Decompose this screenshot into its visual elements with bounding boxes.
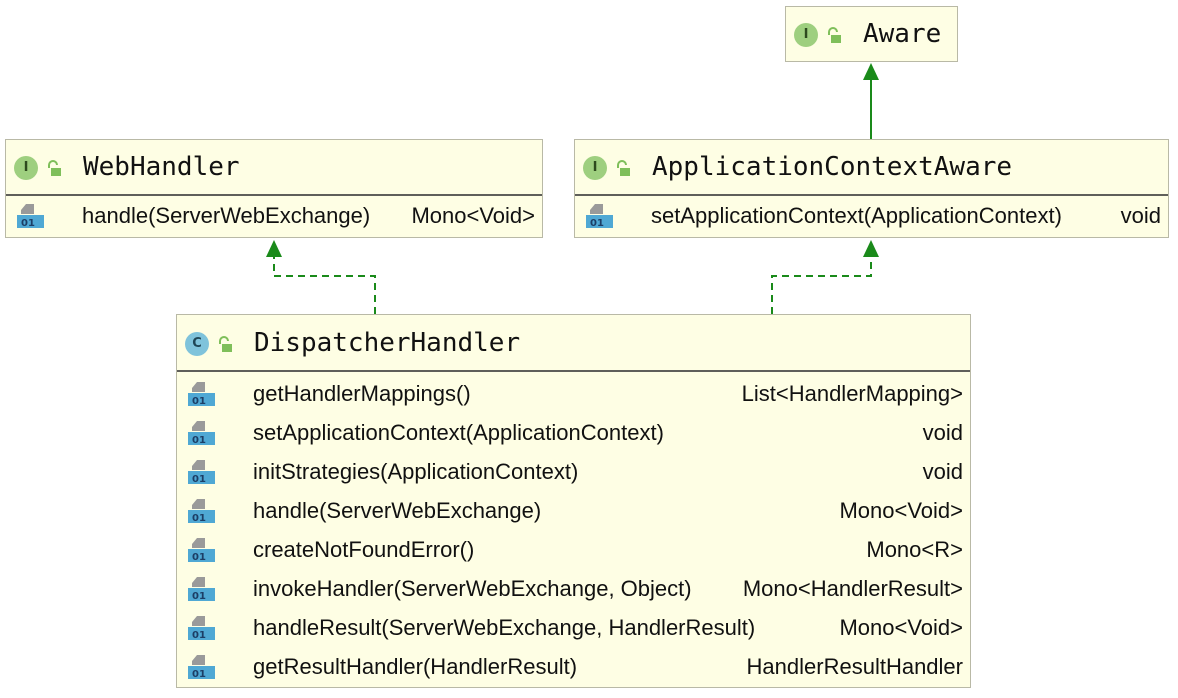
- dispatcherhandler-header: C DispatcherHandler: [177, 315, 970, 372]
- method-return-type: HandlerResultHandler: [746, 654, 963, 679]
- implements-arrowhead-webhandler: [266, 240, 282, 257]
- applicationcontextaware-header: I ApplicationContextAware: [575, 140, 1168, 196]
- svg-text:01: 01: [192, 396, 206, 406]
- implements-arrowhead-appctxaware: [863, 240, 879, 257]
- method-row[interactable]: 01 getHandlerMappings() List<HandlerMapp…: [177, 374, 970, 413]
- svg-text:01: 01: [192, 591, 206, 601]
- implements-arrow-webhandler: [273, 253, 376, 314]
- webhandler-header: I WebHandler: [6, 140, 542, 196]
- aware-header: I Aware: [786, 7, 957, 63]
- svg-text:01: 01: [192, 552, 206, 562]
- method-signature: setApplicationContext(ApplicationContext…: [253, 420, 664, 445]
- method-signature: getResultHandler(HandlerResult): [253, 654, 578, 679]
- method-signature: initStrategies(ApplicationContext): [253, 459, 579, 484]
- method-icon: 01: [188, 421, 215, 445]
- method-signature: handle(ServerWebExchange): [253, 498, 542, 523]
- method-signature: invokeHandler(ServerWebExchange, Object): [253, 576, 692, 601]
- method-return-type: List<HandlerMapping>: [741, 381, 963, 406]
- public-lock-icon: [617, 160, 630, 176]
- method-icon: 01: [188, 460, 215, 484]
- aware-interface-box[interactable]: I Aware: [785, 6, 958, 62]
- applicationcontextaware-title: ApplicationContextAware: [652, 152, 1013, 182]
- dispatcherhandler-class-box[interactable]: C DispatcherHandler 01 getHandlerMapping…: [176, 314, 971, 688]
- method-row[interactable]: 01 invokeHandler(ServerWebExchange, Obje…: [177, 569, 970, 608]
- public-lock-icon: [828, 27, 841, 43]
- aware-title: Aware: [863, 19, 942, 49]
- method-icon: 01: [188, 655, 215, 679]
- applicationcontextaware-interface-box[interactable]: I ApplicationContextAware 01 setApplicat…: [574, 139, 1169, 238]
- interface-icon: I: [583, 156, 607, 180]
- svg-text:01: 01: [192, 513, 206, 523]
- svg-text:01: 01: [192, 630, 206, 640]
- method-return-type: void: [922, 459, 963, 484]
- method-signature: handleResult(ServerWebExchange, HandlerR…: [253, 615, 756, 640]
- method-signature: createNotFoundError(): [253, 537, 475, 562]
- method-icon: 01: [188, 577, 215, 601]
- svg-text:01: 01: [590, 218, 604, 228]
- method-signature: setApplicationContext(ApplicationContext…: [651, 203, 1062, 228]
- dispatcherhandler-title: DispatcherHandler: [254, 328, 521, 358]
- method-row[interactable]: 01 handle(ServerWebExchange) Mono<Void>: [177, 491, 970, 530]
- method-return-type: void: [922, 420, 963, 445]
- method-return-type: Mono<Void>: [411, 203, 535, 228]
- method-return-type: void: [1120, 203, 1161, 228]
- method-icon: 01: [586, 204, 613, 228]
- method-return-type: Mono<HandlerResult>: [742, 576, 963, 601]
- method-list: 01 getHandlerMappings() List<HandlerMapp…: [177, 372, 970, 686]
- method-return-type: Mono<Void>: [839, 498, 963, 523]
- method-signature: handle(ServerWebExchange): [82, 203, 371, 228]
- method-row[interactable]: 01 handleResult(ServerWebExchange, Handl…: [177, 608, 970, 647]
- method-row[interactable]: 01 handle(ServerWebExchange) Mono<Void>: [6, 196, 542, 235]
- method-signature: getHandlerMappings(): [253, 381, 471, 406]
- implements-arrow-appctxaware: [771, 253, 872, 314]
- method-row[interactable]: 01 initStrategies(ApplicationContext) vo…: [177, 452, 970, 491]
- method-icon: 01: [188, 616, 215, 640]
- svg-text:01: 01: [192, 669, 206, 679]
- method-icon: 01: [188, 382, 215, 406]
- public-lock-icon: [219, 336, 232, 352]
- interface-icon: I: [794, 23, 818, 47]
- method-row[interactable]: 01 setApplicationContext(ApplicationCont…: [575, 196, 1168, 235]
- extends-arrowhead: [863, 63, 879, 80]
- interface-icon: I: [14, 156, 38, 180]
- method-row[interactable]: 01 createNotFoundError() Mono<R>: [177, 530, 970, 569]
- method-row[interactable]: 01 setApplicationContext(ApplicationCont…: [177, 413, 970, 452]
- method-icon: 01: [17, 204, 44, 228]
- public-lock-icon: [48, 160, 61, 176]
- svg-text:01: 01: [192, 474, 206, 484]
- svg-text:01: 01: [192, 435, 206, 445]
- webhandler-interface-box[interactable]: I WebHandler 01 handle(ServerWebExchange…: [5, 139, 543, 238]
- method-icon: 01: [188, 538, 215, 562]
- method-row[interactable]: 01 getResultHandler(HandlerResult) Handl…: [177, 647, 970, 686]
- method-return-type: Mono<Void>: [839, 615, 963, 640]
- method-icon: 01: [188, 499, 215, 523]
- method-return-type: Mono<R>: [866, 537, 963, 562]
- class-icon: C: [185, 332, 209, 356]
- svg-text:01: 01: [21, 218, 35, 228]
- webhandler-title: WebHandler: [83, 152, 240, 182]
